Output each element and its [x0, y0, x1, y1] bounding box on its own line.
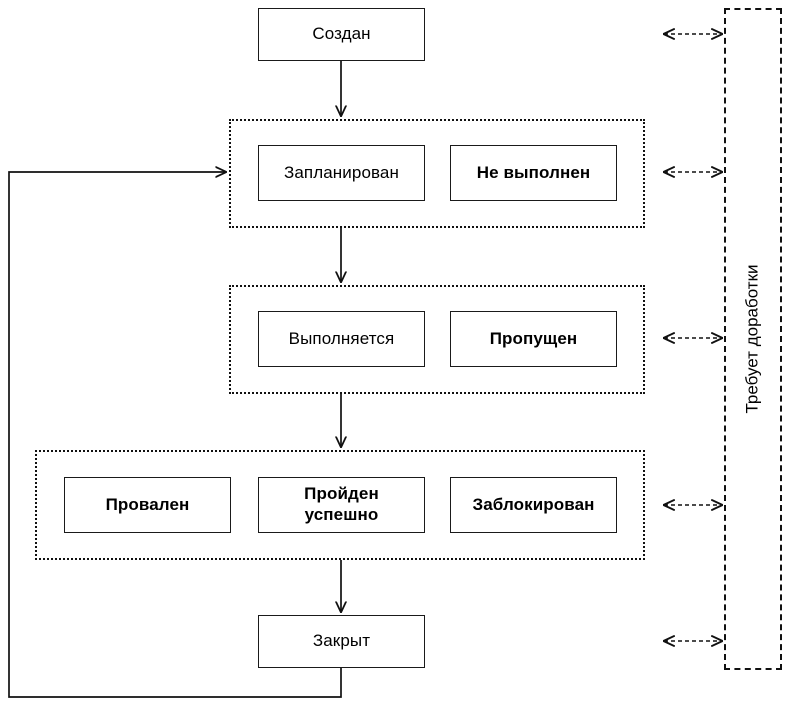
state-label-passed: Пройден успешно [304, 484, 379, 524]
state-label-not-executed: Не выполнен [476, 162, 591, 182]
group-results-container [35, 450, 645, 560]
group-planned-container [229, 119, 645, 228]
group-progress-container [229, 285, 645, 394]
state-label-blocked: Заблокирован [472, 494, 595, 514]
state-label-closed: Закрыт [312, 631, 371, 651]
state-box-planned[interactable]: Запланирован [258, 145, 425, 201]
rework-panel[interactable]: Требует доработки [724, 8, 782, 670]
state-box-passed[interactable]: Пройден успешно [258, 477, 425, 533]
state-box-blocked[interactable]: Заблокирован [450, 477, 617, 533]
state-label-planned: Запланирован [284, 162, 399, 182]
state-label-in-progress: Выполняется [288, 328, 395, 348]
state-box-closed[interactable]: Закрыт [258, 615, 425, 668]
state-box-not-executed[interactable]: Не выполнен [450, 145, 617, 201]
state-label-skipped: Пропущен [489, 328, 578, 348]
state-box-failed[interactable]: Провален [64, 477, 231, 533]
state-box-in-progress[interactable]: Выполняется [258, 311, 425, 367]
rework-panel-label: Требует доработки [743, 264, 763, 414]
rework-panel-label-wrap: Требует доработки [726, 10, 780, 668]
state-label-failed: Провален [105, 494, 190, 514]
state-label-created: Создан [312, 24, 371, 44]
state-box-skipped[interactable]: Пропущен [450, 311, 617, 367]
state-box-created[interactable]: Создан [258, 8, 425, 61]
